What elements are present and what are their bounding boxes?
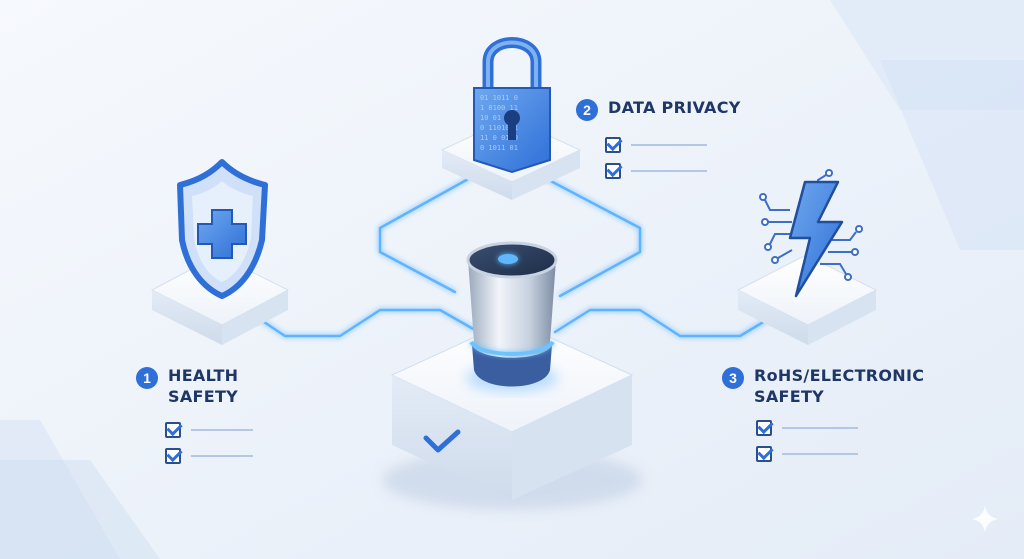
padlock-icon: 01 1011 0 1 0100 11 10 01 101 0 11010 1 … (473, 37, 551, 174)
checkmark-icon (423, 429, 461, 453)
connection-lines (256, 176, 772, 338)
checkbox-icon (756, 446, 772, 462)
checklist-health (165, 417, 253, 469)
step-badge-2: 2 (576, 99, 598, 121)
placeholder-line (631, 170, 707, 172)
checkbox-icon (605, 163, 621, 179)
placeholder-line (191, 455, 253, 457)
svg-text:1 0100 11: 1 0100 11 (480, 104, 518, 112)
checkbox-icon (165, 422, 181, 438)
placeholder-line (782, 427, 858, 429)
checkbox-icon (756, 420, 772, 436)
link-rohs (553, 308, 772, 338)
link-privacy-left (378, 176, 472, 294)
checklist-item (756, 415, 858, 441)
checklist-privacy (605, 132, 707, 184)
link-health (256, 308, 477, 338)
placeholder-line (631, 144, 707, 146)
link-privacy-right (543, 176, 642, 298)
label-health-line2: SAFETY (168, 387, 239, 406)
sparkle-icon (972, 506, 998, 532)
checklist-rohs (756, 415, 858, 467)
label-health-line1: HEALTH (168, 366, 239, 385)
svg-text:0 11010 1: 0 11010 1 (480, 124, 518, 132)
checkbox-icon (165, 448, 181, 464)
label-data-privacy: 2 DATA PRIVACY (576, 97, 741, 121)
step-badge-3: 3 (722, 367, 744, 389)
checklist-item (605, 158, 707, 184)
checkbox-icon (605, 137, 621, 153)
svg-text:11 0 0110: 11 0 0110 (480, 134, 518, 142)
checklist-item (756, 441, 858, 467)
placeholder-line (191, 429, 253, 431)
label-health-safety: 1 HEALTH SAFETY (136, 365, 238, 407)
label-privacy-line1: DATA PRIVACY (608, 98, 741, 117)
lightning-circuit-icon (759, 169, 863, 298)
shield-cross-icon (177, 159, 268, 299)
checklist-item (165, 443, 253, 469)
svg-text:01 1011 0: 01 1011 0 (480, 94, 518, 102)
step-badge-1: 1 (136, 367, 158, 389)
checklist-item (165, 417, 253, 443)
svg-text:10 01 101: 10 01 101 (480, 114, 518, 122)
platform-rohs (736, 254, 878, 345)
smart-speaker-icon (466, 241, 558, 392)
svg-text:0 1011 01: 0 1011 01 (480, 144, 518, 152)
checklist-item (605, 132, 707, 158)
label-rohs-safety: 3 RoHS/ELECTRONIC SAFETY (722, 365, 924, 407)
label-rohs-line1: RoHS/ELECTRONIC (754, 366, 925, 385)
label-rohs-line2: SAFETY (754, 387, 825, 406)
placeholder-line (782, 453, 858, 455)
